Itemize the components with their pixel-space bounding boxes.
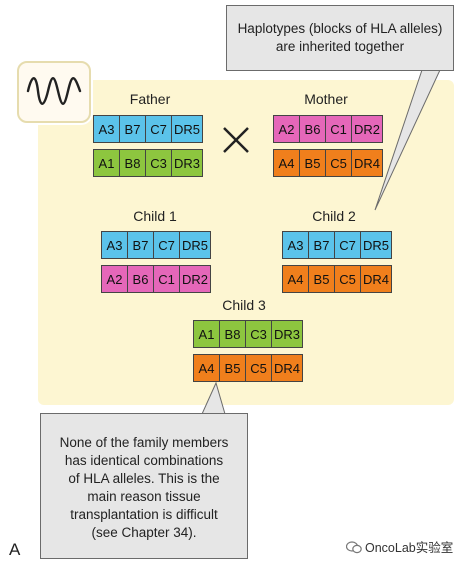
watermark: OncoLab实验室 [345,537,454,556]
allele-cell: DR5 [172,116,202,142]
allele-cell: B7 [309,232,335,258]
allele-cell: A3 [94,116,120,142]
allele-cell: C3 [246,321,272,347]
allele-cell: DR2 [352,116,382,142]
father-haplotype-1: A3 B7 C7 DR5 [93,115,203,143]
allele-cell: B6 [300,116,326,142]
allele-cell: C5 [326,150,352,176]
wave-badge [17,61,91,123]
haplotype-callout: Haplotypes (blocks of HLA alleles) are i… [226,5,454,71]
allele-cell: C5 [246,355,272,381]
allele-cell: B7 [128,232,154,258]
callout-line: are inherited together [275,39,405,54]
watermark-text: OncoLab实验室 [365,541,454,555]
allele-cell: DR4 [352,150,382,176]
mother-haplotype-2: A4 B5 C5 DR4 [273,149,383,177]
father-haplotype-2: A1 B8 C3 DR3 [93,149,203,177]
allele-cell: A4 [283,266,309,292]
child-1-label: Child 1 [133,208,177,224]
allele-cell: DR5 [361,232,391,258]
allele-cell: A2 [102,266,128,292]
allele-cell: C1 [326,116,352,142]
child-1-haplotype-2: A2 B6 C1 DR2 [101,265,211,293]
callout-line: None of the family members [59,435,229,450]
callout-line: Haplotypes (blocks of HLA alleles) [237,21,443,36]
allele-cell: A1 [94,150,120,176]
callout-line: transplantation is difficult [70,507,218,522]
child-3-label: Child 3 [222,297,266,313]
mother-label: Mother [304,91,348,107]
allele-cell: C7 [154,232,180,258]
allele-cell: A2 [274,116,300,142]
callout-line: (see Chapter 34). [91,525,197,540]
panel-letter: A [9,540,21,559]
allele-cell: C7 [146,116,172,142]
allele-cell: A4 [194,355,220,381]
wechat-icon [345,541,362,554]
mother-haplotype-1: A2 B6 C1 DR2 [273,115,383,143]
allele-cell: C1 [154,266,180,292]
top-callout-pointer [374,69,441,211]
sine-wave-icon [26,77,82,105]
child-2-haplotype-2: A4 B5 C5 DR4 [282,265,392,293]
bottom-callout-pointer [201,381,226,415]
allele-cell: DR3 [172,150,202,176]
child-2-label: Child 2 [312,208,356,224]
allele-cell: B7 [120,116,146,142]
cross-icon [223,127,249,153]
child-3-haplotype-2: A4 B5 C5 DR4 [193,354,303,382]
allele-cell: DR3 [272,321,302,347]
callout-line: has identical combinations [64,453,224,468]
allele-cell: A4 [274,150,300,176]
allele-cell: A3 [102,232,128,258]
allele-cell: B8 [220,321,246,347]
allele-cell: B5 [220,355,246,381]
allele-cell: B6 [128,266,154,292]
allele-cell: C7 [335,232,361,258]
transplant-callout: None of the family members has identical… [40,413,248,559]
child-1-haplotype-1: A3 B7 C7 DR5 [101,231,211,259]
allele-cell: DR4 [272,355,302,381]
child-3-haplotype-1: A1 B8 C3 DR3 [193,320,303,348]
allele-cell: B8 [120,150,146,176]
allele-cell: DR4 [361,266,391,292]
allele-cell: B5 [309,266,335,292]
callout-line: main reason tissue [87,489,201,504]
callout-line: of HLA alleles. This is the [68,471,220,486]
allele-cell: C5 [335,266,361,292]
allele-cell: C3 [146,150,172,176]
father-label: Father [129,91,171,107]
allele-cell: DR5 [180,232,210,258]
allele-cell: A3 [283,232,309,258]
allele-cell: A1 [194,321,220,347]
allele-cell: DR2 [180,266,210,292]
allele-cell: B5 [300,150,326,176]
child-2-haplotype-1: A3 B7 C7 DR5 [282,231,392,259]
